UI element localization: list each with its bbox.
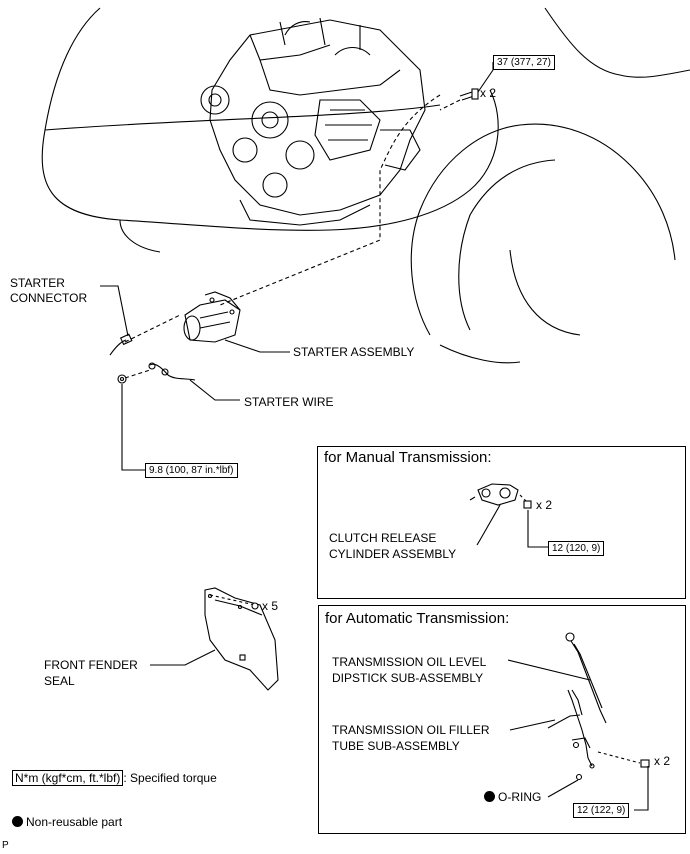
- torque-legend-desc: : Specified torque: [123, 771, 217, 785]
- clutch-bolt-quantity: x 2: [536, 498, 553, 512]
- non-reusable-dot-icon: [484, 791, 495, 802]
- starter-connector-label-line1: STARTER: [10, 276, 65, 290]
- o-ring-label: O-RING: [484, 790, 541, 805]
- starter-connector-label-line2: CONNECTOR: [10, 291, 88, 305]
- clutch-bolt-torque-label: 12 (120, 9): [548, 541, 605, 556]
- fender-clip-icon: [251, 602, 259, 610]
- vehicle-body-outline: [41, 7, 499, 231]
- filler-tube-bolt-icon: [640, 759, 650, 768]
- non-reusable-legend: Non-reusable part: [12, 815, 122, 830]
- dipstick-label-line2: DIPSTICK SUB-ASSEMBLY: [332, 671, 484, 685]
- corner-mark: P: [2, 840, 9, 851]
- starter-wire-label: STARTER WIRE: [244, 395, 334, 409]
- upper-bolt-torque-label: 37 (377, 27): [493, 55, 555, 70]
- filler-tube-bolt-torque-label: 12 (122, 9): [573, 803, 630, 818]
- automatic-transmission-box: [318, 605, 686, 834]
- upper-bolt-quantity: x 2: [480, 86, 497, 100]
- front-fender-seal-label-line2: SEAL: [44, 674, 75, 688]
- torque-legend-key: N*m (kgf*cm, ft.*lbf): [12, 770, 124, 786]
- wheel-arch-outline: [410, 123, 676, 336]
- non-reusable-legend-dot-icon: [12, 816, 23, 827]
- dipstick-icon: [565, 632, 607, 724]
- starter-wire-icon: [148, 362, 196, 381]
- starter-assembly-icon: [183, 291, 241, 343]
- clutch-bolt-icon: [523, 500, 532, 509]
- manual-transmission-box: [317, 446, 686, 599]
- filler-tube-icon: [547, 689, 595, 769]
- non-reusable-legend-text: Non-reusable part: [26, 815, 123, 829]
- manual-transmission-heading: for Manual Transmission:: [324, 449, 492, 466]
- front-fender-seal-label-line1: FRONT FENDER: [44, 658, 138, 672]
- o-ring-text: O-RING: [498, 790, 542, 804]
- o-ring-icon: [575, 773, 583, 781]
- filler-tube-label-line2: TUBE SUB-ASSEMBLY: [332, 739, 460, 753]
- upper-bolt-icon: [459, 88, 479, 101]
- filler-tube-bolt-quantity: x 2: [654, 754, 671, 768]
- automatic-transmission-heading: for Automatic Transmission:: [325, 610, 510, 627]
- starter-assembly-label: STARTER ASSEMBLY: [293, 345, 415, 359]
- torque-legend: N*m (kgf*cm, ft.*lbf): Specified torque: [12, 770, 217, 786]
- starter-wire-nut-icon: [117, 374, 127, 384]
- filler-tube-label-line1: TRANSMISSION OIL FILLER: [332, 723, 490, 737]
- starter-connector-icon: [109, 333, 133, 356]
- clutch-release-cylinder-label-line1: CLUTCH RELEASE: [329, 531, 437, 545]
- front-fender-seal-icon: [204, 587, 279, 691]
- engine-illustration: [200, 17, 426, 226]
- clutch-release-cylinder-icon: [469, 483, 519, 506]
- fender-clip-quantity: x 5: [262, 599, 279, 613]
- dipstick-label-line1: TRANSMISSION OIL LEVEL: [332, 655, 487, 669]
- starter-wire-nut-torque-label: 9.8 (100, 87 in.*lbf): [145, 463, 238, 478]
- clutch-release-cylinder-label-line2: CYLINDER ASSEMBLY: [329, 547, 457, 561]
